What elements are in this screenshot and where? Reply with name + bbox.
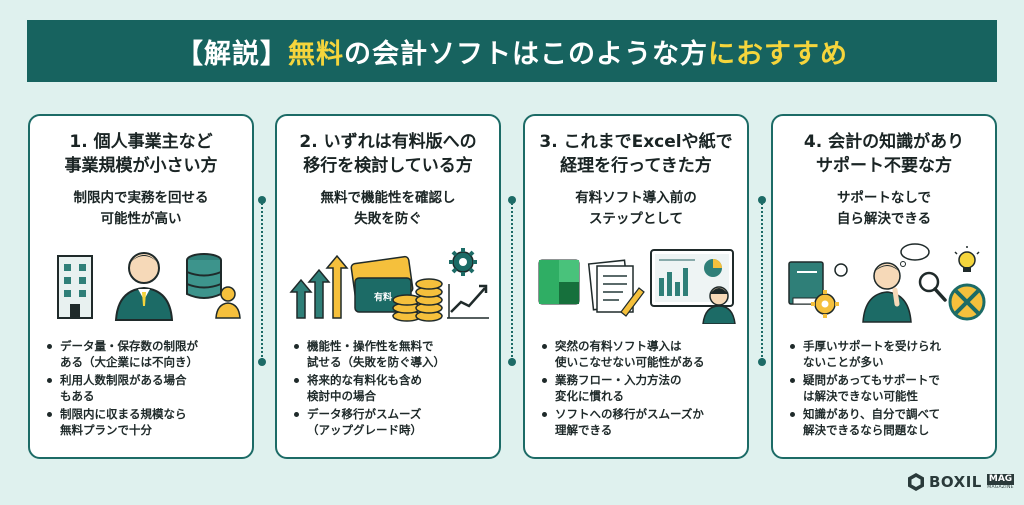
card-subtitle: サポートなしで 自ら解決できる [773,188,995,230]
card-title: 4. 会計の知識があり サポート不要な方 [773,130,995,178]
card-subtitle: 無料で機能性を確認し 失敗を防ぐ [277,188,499,230]
card-2: 2. いずれは有料版への 移行を検討している方 無料で機能性を確認し 失敗を防ぐ… [275,114,501,459]
list-item: 突然の有料ソフト導入は使いこなせない可能性がある [541,338,741,370]
person-icon [215,286,241,319]
card-subtitle-line: ステップとして [588,211,684,227]
list-item: 機能性・操作性を無料で試せる（失敗を防ぐ導入） [293,338,493,370]
title-banner: 【解説】無料の会計ソフトはこのような方におすすめ [27,20,997,82]
gears-icon [811,263,848,318]
connector-dot [508,196,516,204]
list-item: 制限内に収まる規模なら無料プランで十分 [46,406,246,438]
card-title-line: 経理を行ってきた方 [560,156,712,176]
card-1: 1. 個人事業主など 事業規模が小さい方 制限内で実務を回せる 可能性が高い [28,114,254,459]
card-subtitle-line: 無料で機能性を確認し [320,190,456,206]
bullet-list: データ量・保存数の制限がある（大企業には不向き） 利用人数制限がある場合もある … [46,338,246,440]
card-subtitle-line: 可能性が高い [100,211,182,227]
card-subtitle-line: 自ら解決できる [836,211,932,227]
list-item: 利用人数制限がある場合もある [46,372,246,404]
connector-dot [258,196,266,204]
card-subtitle: 有料ソフト導入前の ステップとして [525,188,747,230]
boxil-logo: BOXIL MAG MAGAZINE [906,471,1015,493]
bullet-list: 突然の有料ソフト導入は使いこなせない可能性がある 業務フロー・入力方法の変化に慣… [541,338,741,440]
up-arrows-icon [289,254,349,319]
connector-dot [258,358,266,366]
connector-1 [261,200,263,360]
connector-dot [758,358,766,366]
paper-documents-icon [587,259,645,317]
list-item: 将来的な有料化も含め検討中の場合 [293,372,493,404]
card-title-line: 1. 個人事業主など [69,132,213,152]
card-illustration: 有料 [289,248,489,322]
coin-stack-icon [392,278,443,322]
connector-dot [758,196,766,204]
card-title-line: 3. これまでExcelや紙で [539,132,733,152]
user-at-computer-icon [702,286,736,324]
list-item: ソフトへの移行がスムーズか理解できる [541,406,741,438]
list-item: 疑問があってもサポートでは解決できない可能性 [789,372,989,404]
card-3: 3. これまでExcelや紙で 経理を行ってきた方 有料ソフト導入前の ステップ… [523,114,749,459]
banner-text-4: におすすめ [708,38,848,70]
card-title-line: 事業規模が小さい方 [64,156,218,176]
list-item: 手厚いサポートを受けられないことが多い [789,338,989,370]
banner-text-1: 【解説】 [176,38,288,70]
connector-dot [508,358,516,366]
no-support-icon [948,283,986,321]
connector-2 [511,200,513,360]
building-icon [57,255,93,319]
lightbulb-icon [954,246,980,272]
card-illustration [538,249,736,324]
excel-icon [538,259,580,305]
logo-mag-text: MAG [986,473,1015,485]
banner-text-2: 無料 [288,38,344,70]
card-subtitle-line: 失敗を防ぐ [354,211,422,227]
card-4: 4. 会計の知識があり サポート不要な方 サポートなしで 自ら解決できる [771,114,997,459]
magnifier-icon [918,271,947,302]
book-icon [788,261,824,305]
card-illustration [57,252,241,321]
card-illustration [788,243,986,323]
gear-icon [449,248,477,276]
card-title-line: 4. 会計の知識があり [803,132,965,152]
bullet-list: 機能性・操作性を無料で試せる（失敗を防ぐ導入） 将来的な有料化も含め検討中の場合… [293,338,493,440]
banner-text-3: の会計ソフトはこのような方 [344,38,708,70]
paid-label: 有料 [374,291,392,303]
logo-mag: MAG MAGAZINE [986,473,1015,491]
logo-mark-icon [908,473,924,491]
card-title: 3. これまでExcelや紙で 経理を行ってきた方 [525,130,747,178]
card-subtitle-line: 制限内で実務を回せる [73,190,209,206]
card-subtitle-line: サポートなしで [836,190,932,206]
connector-3 [761,200,763,360]
card-title-line: サポート不要な方 [816,156,952,176]
database-icon [186,253,222,299]
card-subtitle-line: 有料ソフト導入前の [575,190,697,206]
card-title: 1. 個人事業主など 事業規模が小さい方 [30,130,252,178]
card-title-line: 移行を検討している方 [303,156,473,176]
logo-word: BOXIL [929,473,982,491]
card-title: 2. いずれは有料版への 移行を検討している方 [277,130,499,178]
logo-mag-small: MAGAZINE [987,484,1014,490]
list-item: 知識があり、自分で調べて解決できるなら問題なし [789,406,989,438]
bullet-list: 手厚いサポートを受けられないことが多い 疑問があってもサポートでは解決できない可… [789,338,989,440]
thinking-person-icon [862,243,930,323]
list-item: 業務フロー・入力方法の変化に慣れる [541,372,741,404]
list-item: データ移行がスムーズ（アップグレード時） [293,406,493,438]
businessman-icon [114,252,174,321]
card-title-line: 2. いずれは有料版への [299,132,477,152]
card-subtitle: 制限内で実務を回せる 可能性が高い [30,188,252,230]
growth-chart-icon [447,284,489,319]
list-item: データ量・保存数の制限がある（大企業には不向き） [46,338,246,370]
